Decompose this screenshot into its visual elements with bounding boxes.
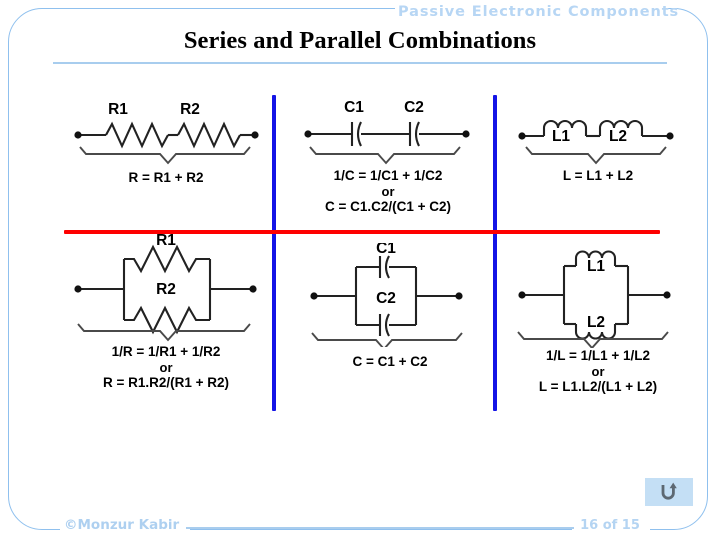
label-c2: C2 xyxy=(404,99,424,116)
label-c2: C2 xyxy=(376,290,396,307)
formula-line: 1/L = 1/L1 + 1/L2 xyxy=(545,348,651,363)
frame-notch-top xyxy=(395,2,665,24)
formula-line: L = L1 + L2 xyxy=(562,168,634,183)
footer-copyright: ©Monzur Kabir xyxy=(64,517,180,533)
label-r2: R2 xyxy=(156,281,176,298)
label-r2: R2 xyxy=(180,101,200,118)
formula-capacitors-parallel: C = C1 + C2 xyxy=(300,354,480,370)
slide-border xyxy=(8,8,708,530)
horizontal-divider xyxy=(64,230,660,234)
label-c1: C1 xyxy=(344,99,364,116)
label-l2: L2 xyxy=(609,128,627,145)
label-l1: L1 xyxy=(587,258,605,275)
formula-line: 1/C = 1/C1 + 1/C2 xyxy=(333,168,443,183)
page-title: Series and Parallel Combinations xyxy=(183,27,537,54)
footer-page-indicator: 16 of 15 xyxy=(580,518,640,533)
formula-line: 1/R = 1/R1 + 1/R2 xyxy=(111,344,221,359)
return-button[interactable] xyxy=(645,478,693,506)
formula-resistors-series: R = R1 + R2 xyxy=(62,170,270,186)
cell-inductors-parallel: L1 L2 1/L = 1/L1 + 1/L2 or L = L1.L2/(L1… xyxy=(508,240,688,395)
cell-resistors-parallel: R1 R2 1/R = 1/R1 + 1/R2 or R = R1.R2/(R1… xyxy=(62,232,270,391)
label-c1: C1 xyxy=(376,243,396,257)
cell-inductors-series: L1 L2 L = L1 + L2 xyxy=(508,92,688,184)
formula-line: R = R1 + R2 xyxy=(128,170,204,185)
inductor-series-schematic: L1 L2 xyxy=(518,119,674,165)
resistor-parallel-schematic: R1 R2 xyxy=(74,232,257,342)
label-l2: L2 xyxy=(587,314,605,331)
formula-inductors-parallel: 1/L = 1/L1 + 1/L2 or L = L1.L2/(L1 + L2) xyxy=(508,348,688,395)
capacitor-series-schematic: C1 C2 xyxy=(304,99,470,165)
frame-notch-bottom-right xyxy=(572,516,650,538)
cell-capacitors-series: C1 C2 1/C = 1/C1 + 1/C2 or C = C1.C2/(C1… xyxy=(288,92,488,215)
formula-line: R = R1.R2/(R1 + R2) xyxy=(102,375,230,390)
formula-line-or: or xyxy=(159,359,173,375)
label-r1: R1 xyxy=(156,232,176,249)
inductor-parallel-schematic: L1 L2 xyxy=(517,250,671,348)
label-l1: L1 xyxy=(552,128,570,145)
section-label: Passive Electronic Components xyxy=(398,4,680,20)
frame-notch-bottom-left xyxy=(60,516,190,538)
u-turn-arrow-icon xyxy=(661,482,677,500)
formula-line-or: or xyxy=(381,183,395,199)
cell-capacitors-parallel: C1 C2 C = C1 + C2 xyxy=(300,243,480,370)
label-r1: R1 xyxy=(108,101,128,118)
capacitor-parallel-schematic: C1 C2 xyxy=(310,243,463,347)
title-underline xyxy=(53,62,667,65)
formula-line: L = L1.L2/(L1 + L2) xyxy=(538,379,658,394)
formula-line: C = C1 + C2 xyxy=(352,354,428,369)
formula-line: C = C1.C2/(C1 + C2) xyxy=(324,199,452,214)
formula-inductors-series: L = L1 + L2 xyxy=(508,168,688,184)
vertical-divider-right xyxy=(493,95,497,411)
formula-line-or: or xyxy=(591,363,605,379)
footer-rule xyxy=(186,527,574,529)
resistor-series-schematic: R1 R2 xyxy=(74,101,259,165)
cell-resistors-series: R1 R2 R = R1 + R2 xyxy=(62,92,270,186)
formula-capacitors-series: 1/C = 1/C1 + 1/C2 or C = C1.C2/(C1 + C2) xyxy=(288,168,488,215)
vertical-divider-left xyxy=(272,95,276,411)
formula-resistors-parallel: 1/R = 1/R1 + 1/R2 or R = R1.R2/(R1 + R2) xyxy=(62,344,270,391)
